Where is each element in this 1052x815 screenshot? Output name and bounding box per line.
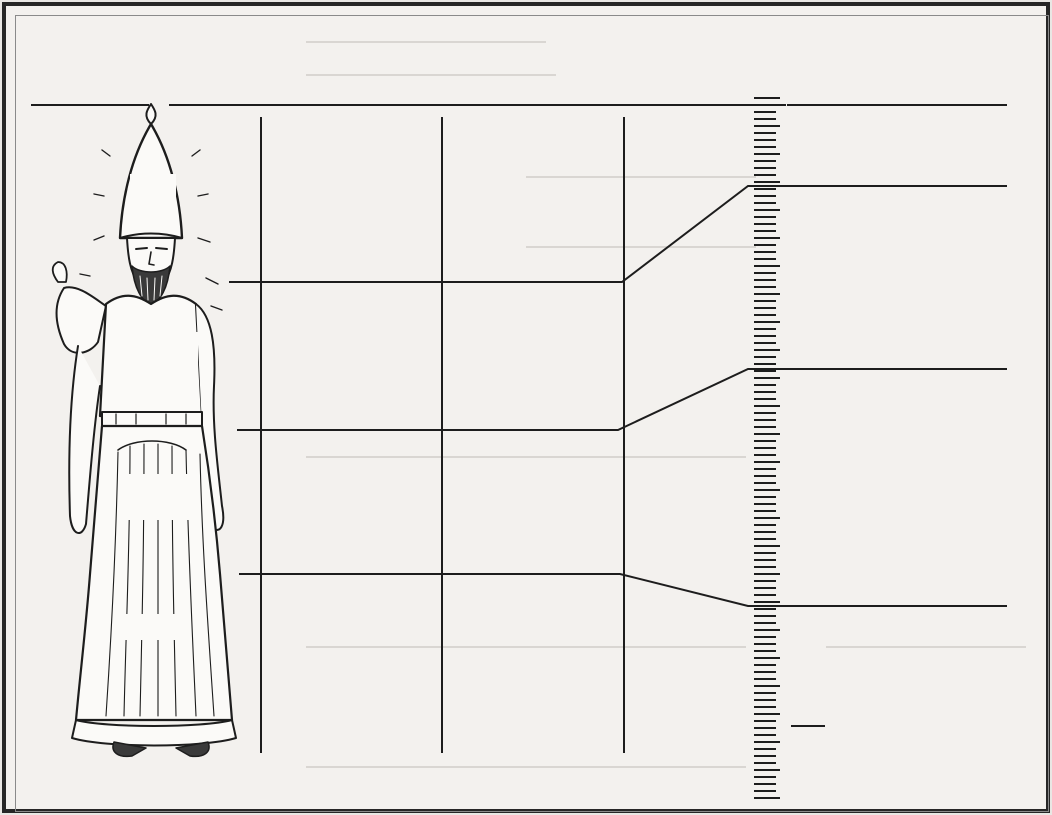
bleed-line [306,766,746,768]
bleed-line [306,456,746,458]
label-patch [114,332,198,378]
bleed-line [826,646,1026,648]
bleed-line [306,74,556,76]
label-patch [122,614,186,640]
empire-boundary-line [237,368,1007,431]
empire-boundary-line [239,573,1007,607]
statue-illustration-icon [51,103,237,758]
bleed-line [306,646,746,648]
empire-boundary-line [229,185,1007,283]
label-patch [130,174,176,220]
label-patch [118,474,192,520]
timeline-ruler [754,97,780,799]
bleed-line [526,176,756,178]
bleed-line [306,41,546,43]
chart-canvas [31,97,1007,799]
bleed-line [526,246,756,248]
